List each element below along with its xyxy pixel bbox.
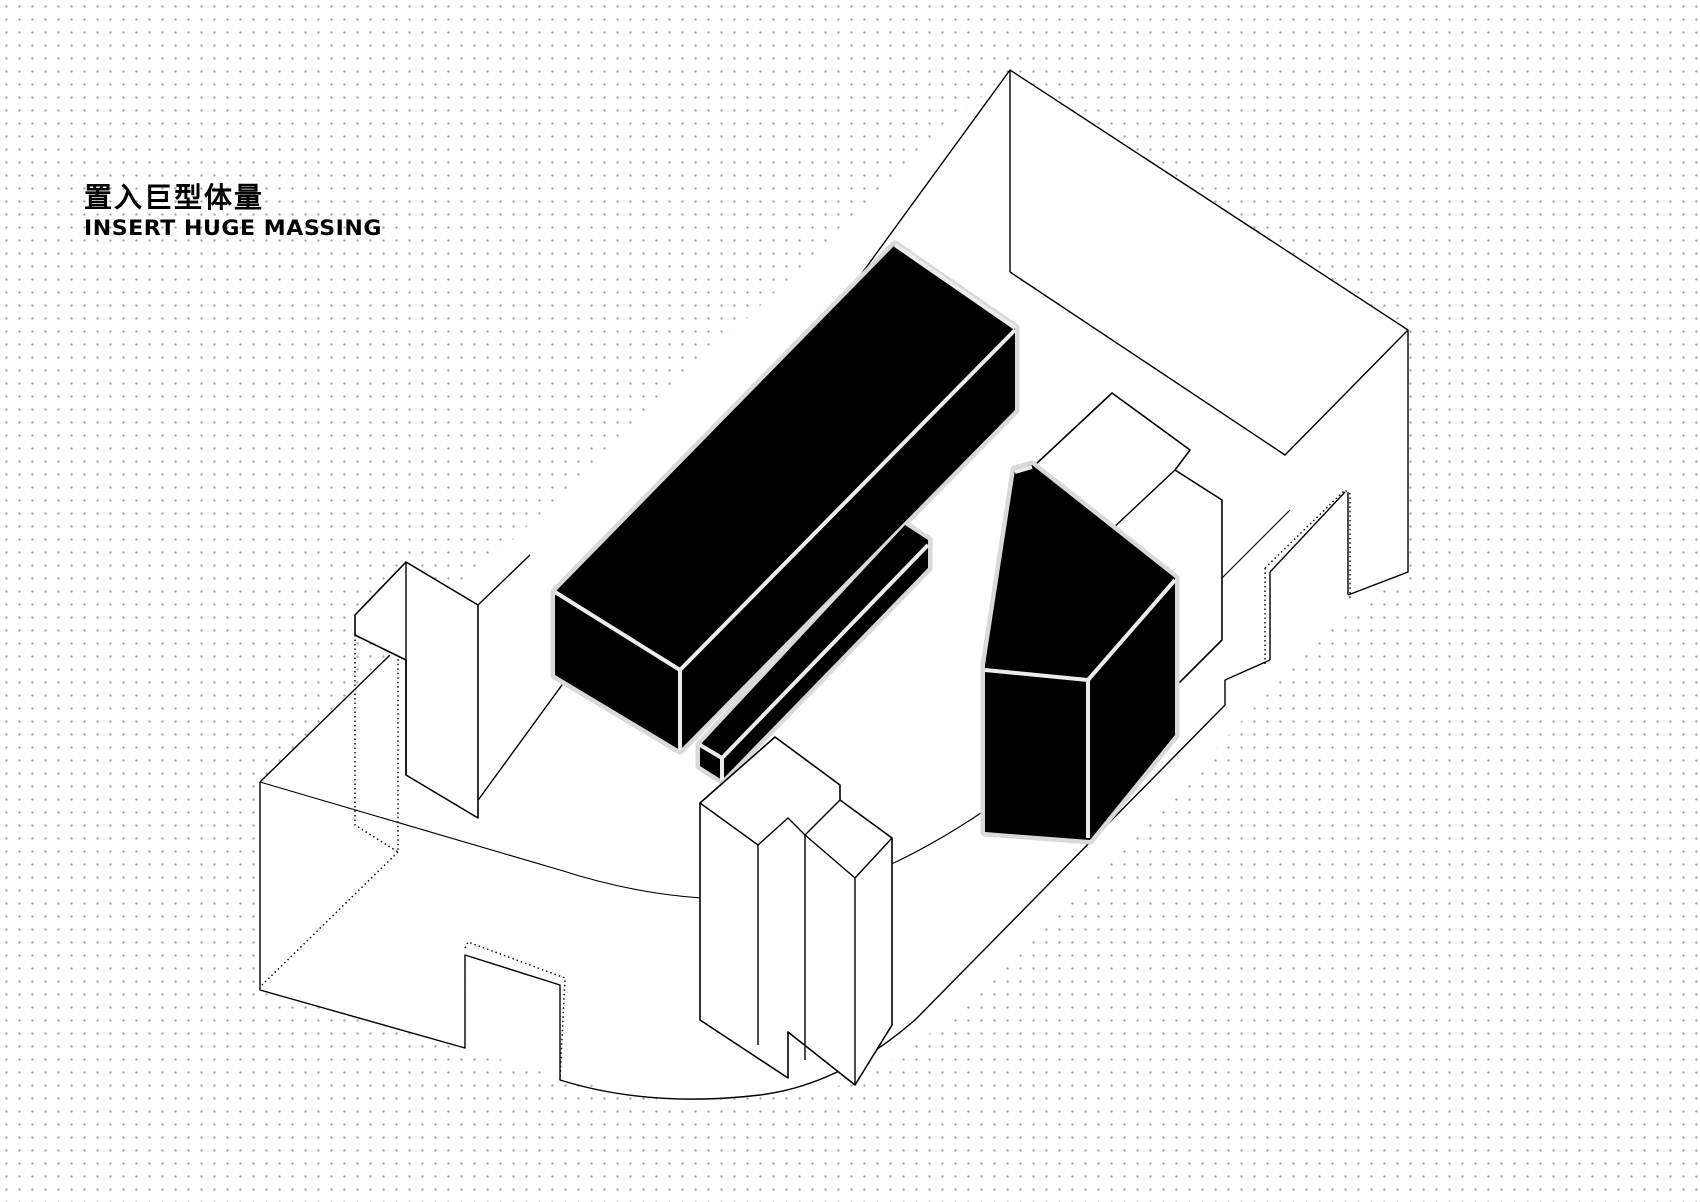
thin-black-mass bbox=[698, 525, 930, 780]
front-tower bbox=[699, 736, 893, 1086]
wedge-black-mass bbox=[984, 465, 1177, 840]
long-black-mass bbox=[553, 243, 1017, 750]
left-tower bbox=[354, 554, 531, 819]
title-english: INSERT HUGE MASSING bbox=[84, 216, 383, 240]
title-chinese: 置入巨型体量 bbox=[84, 181, 265, 214]
title-block: 置入巨型体量 INSERT HUGE MASSING bbox=[84, 181, 381, 242]
hidden-edges bbox=[261, 489, 1351, 1081]
